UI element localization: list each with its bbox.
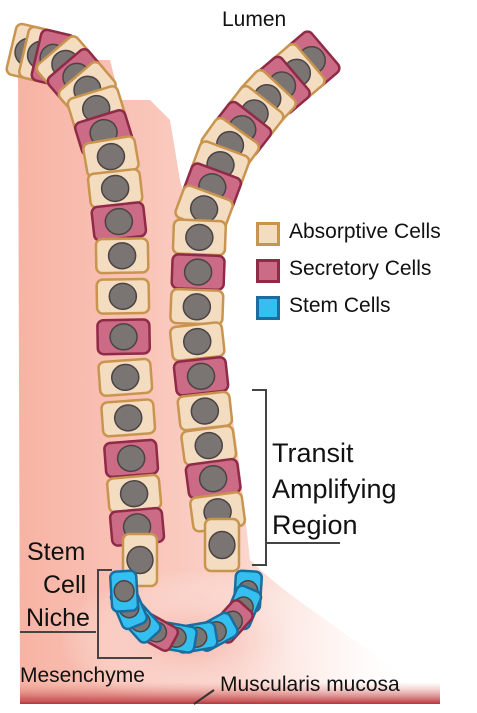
absorptive-cell: [170, 322, 225, 361]
legend-swatch-stem: [256, 296, 280, 320]
nucleus: [127, 546, 153, 573]
secretory-cell: [97, 319, 150, 354]
niche-label-line1: Stem: [27, 538, 85, 567]
absorptive-cell: [205, 519, 239, 571]
transit-label-line2: Amplifying: [272, 474, 397, 505]
niche-label-line3: Niche: [26, 604, 90, 633]
transit-bracket: [252, 390, 266, 565]
legend-swatch-absorptive: [256, 222, 280, 246]
secretory-cell: [173, 357, 228, 396]
lumen-label: Lumen: [222, 8, 286, 32]
nucleus: [185, 224, 213, 251]
secretory-cell: [172, 254, 225, 290]
legend-label-stem: Stem Cells: [289, 294, 391, 318]
muscularis-label: Muscularis mucosa: [220, 673, 400, 697]
nucleus: [209, 531, 235, 558]
absorptive-cell: [101, 399, 155, 437]
absorptive-cell: [98, 359, 152, 397]
nucleus: [183, 293, 211, 320]
nucleus: [108, 243, 136, 269]
absorptive-cell: [97, 279, 150, 314]
nucleus: [110, 324, 138, 350]
legend-swatch-secretory: [256, 259, 280, 283]
transit-label-line3: Region: [272, 510, 358, 541]
absorptive-cell: [96, 238, 149, 273]
absorptive-cell: [173, 219, 226, 255]
secretory-cell: [91, 202, 146, 242]
legend-label-secretory: Secretory Cells: [289, 257, 431, 281]
niche-label-line2: Cell: [43, 571, 86, 600]
legend-label-absorptive: Absorptive Cells: [289, 220, 441, 244]
mesenchyme-label: Mesenchyme: [20, 664, 145, 688]
absorptive-cell: [170, 289, 223, 325]
nucleus: [109, 283, 137, 309]
nucleus: [184, 259, 212, 286]
transit-label-line1: Transit: [272, 438, 354, 469]
secretory-cell: [104, 439, 158, 477]
stem-cell: [110, 570, 138, 612]
absorptive-cell: [177, 391, 232, 430]
nucleus: [114, 580, 135, 602]
